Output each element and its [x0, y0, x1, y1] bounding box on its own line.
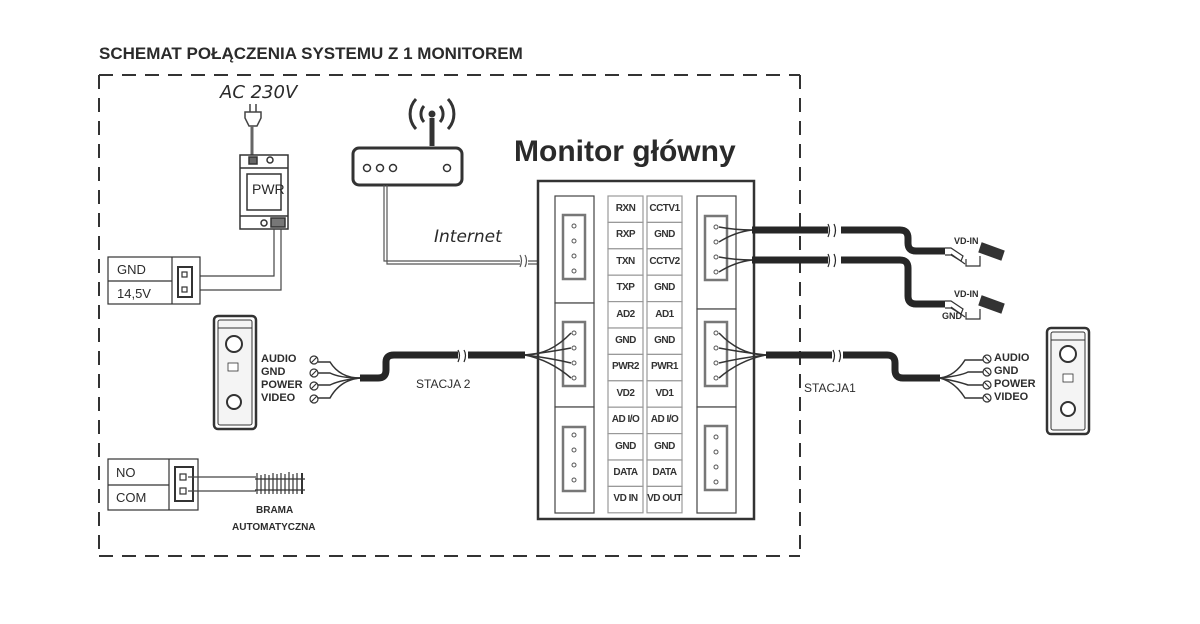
pin-right-cell	[646, 327, 683, 355]
cctv-camera-2-icon	[945, 295, 1005, 320]
pin-left-cell	[607, 195, 644, 223]
station2-wires-to-terminals	[318, 361, 361, 399]
station1-wire-video: VIDEO	[994, 391, 1029, 403]
pin-left-label: RXP	[615, 229, 636, 241]
monitor-left-pins	[571, 223, 577, 483]
gate-wires	[188, 476, 256, 492]
station1-cable-label: STACJA1	[804, 381, 856, 395]
power-terminal-block	[107, 256, 201, 305]
pin-left-label: TXN	[616, 255, 635, 267]
pin-left-label: DATA	[613, 467, 638, 478]
internet-label: Internet	[434, 227, 502, 247]
door-station-1-icon	[1045, 326, 1091, 436]
pin-right-label: GND	[654, 440, 675, 452]
station2-wire-video: VIDEO	[261, 392, 296, 404]
pin-right-label: GND	[654, 282, 675, 294]
pin-left-label: PWR2	[612, 361, 639, 373]
camera2-vd-in-label: VD-IN	[954, 289, 979, 299]
pin-right-cell	[646, 301, 683, 329]
router-icon	[351, 97, 464, 187]
pin-left-label: VD IN	[613, 493, 638, 505]
station2-cable-label: STACJA 2	[416, 377, 471, 391]
door-station-2-icon	[212, 314, 258, 431]
pin-right-label: PWR1	[651, 361, 678, 373]
pin-right-cell	[646, 406, 683, 435]
station1-wires-to-terminals	[939, 359, 983, 399]
station1-wires-to-monitor	[718, 332, 767, 379]
station2-screw-terminals	[309, 355, 319, 404]
power-terminal-gnd-label: GND	[117, 262, 146, 277]
pin-left-label: GND	[615, 440, 636, 452]
pin-left-cell	[607, 433, 644, 461]
pin-left-cell	[607, 459, 644, 487]
pin-left-cell	[607, 485, 644, 514]
station1-wire-audio: AUDIO	[994, 352, 1030, 364]
gate-terminal-com-label: COM	[116, 490, 147, 505]
pin-right-cell	[646, 248, 683, 276]
pin-left-cell	[607, 406, 644, 435]
camera2-gnd-label: GND	[942, 311, 962, 321]
gate-terminal-no-label: NO	[116, 465, 136, 480]
pin-left-cell	[607, 353, 644, 382]
station1-wire-gnd: GND	[994, 365, 1019, 377]
pin-right-cell	[646, 459, 683, 487]
station2-wire-power: POWER	[261, 379, 303, 391]
pin-left-label: RXN	[615, 203, 636, 214]
station1-wire-power: POWER	[994, 378, 1036, 390]
pin-left-cell	[607, 327, 644, 355]
pin-left-label: TXP	[616, 282, 635, 294]
pin-right-label: AD I/O	[650, 414, 679, 426]
station1-cable	[766, 349, 940, 382]
pin-left-cell	[607, 248, 644, 276]
camera1-vd-in-label: VD-IN	[954, 236, 979, 246]
pin-left-label: AD I/O	[611, 414, 640, 426]
pin-right-label: VD1	[655, 387, 674, 399]
ac-input-label: AC 230V	[220, 82, 298, 103]
station2-cable	[360, 349, 525, 382]
cctv-wires-to-monitor	[718, 226, 753, 273]
pin-left-label: VD2	[616, 387, 635, 399]
pin-left-cell	[607, 380, 644, 408]
gate-terminal-block	[107, 458, 199, 511]
monitor-title: Monitor główny	[514, 135, 736, 168]
cctv-cables	[752, 223, 945, 308]
pin-right-label: GND	[654, 335, 675, 346]
automatic-gate-icon	[255, 472, 305, 494]
cctv-camera-1-icon	[945, 242, 1005, 267]
station2-wires-to-monitor	[524, 332, 572, 379]
power-plug-icon	[244, 104, 262, 155]
pin-left-label: AD2	[616, 308, 635, 320]
power-supply-module	[239, 154, 289, 230]
power-terminal-14v-label: 14,5V	[117, 286, 151, 301]
pin-right-cell	[646, 433, 683, 461]
diagram-title: SCHEMAT POŁĄCZENIA SYSTEMU Z 1 MONITOREM	[99, 44, 523, 63]
monitor-left-connectors	[554, 195, 595, 514]
pin-left-cell	[607, 221, 644, 250]
pwr-label: PWR	[252, 181, 285, 197]
monitor-right-pins	[713, 224, 719, 485]
pin-right-cell	[646, 485, 683, 514]
installation-boundary	[98, 74, 801, 557]
pin-right-cell	[646, 380, 683, 408]
station2-wire-gnd: GND	[261, 366, 286, 378]
pin-right-label: GND	[654, 229, 675, 241]
pin-label-grid	[607, 195, 683, 514]
station1-screw-terminals	[982, 354, 992, 403]
station2-wire-audio: AUDIO	[261, 353, 297, 365]
monitor-right-connectors	[696, 195, 737, 514]
pin-left-label: GND	[615, 335, 636, 346]
pin-right-label: DATA	[652, 467, 677, 478]
gate-label-line2: AUTOMATYCZNA	[232, 522, 316, 533]
pin-right-label: AD1	[655, 308, 674, 320]
pin-right-cell	[646, 221, 683, 250]
power-supply-wires	[188, 229, 282, 291]
gate-label-line1: BRAMA	[256, 505, 294, 516]
pin-right-label: CCTV2	[649, 255, 680, 267]
pin-right-label: VD OUT	[647, 493, 682, 505]
pin-right-label: CCTV1	[649, 203, 680, 214]
